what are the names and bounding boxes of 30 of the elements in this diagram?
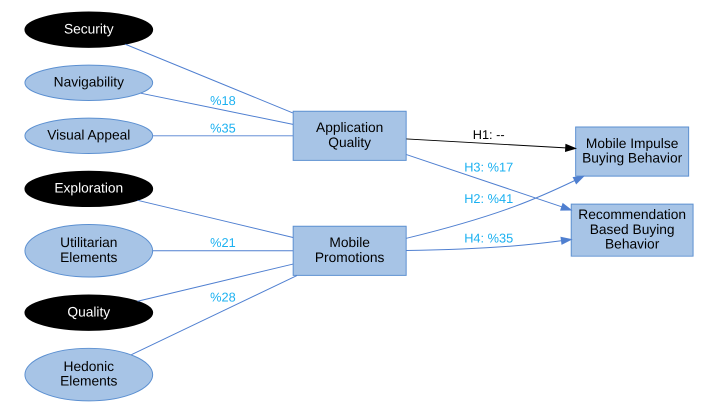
node-box: Mobile Impulse Buying Behavior: [575, 126, 690, 177]
connector: [152, 135, 294, 136]
arrow: [406, 236, 573, 252]
node-box: Application Quality: [292, 110, 407, 161]
edge-label: H2: %41: [464, 191, 514, 206]
connector: [140, 92, 294, 125]
node-ellipse: Security: [24, 12, 154, 48]
node-ellipse: Quality: [24, 294, 154, 331]
connector: [130, 275, 298, 356]
arrow: [406, 138, 577, 152]
edge-label: H3: %17: [464, 160, 514, 175]
edge-label: %35: [210, 120, 236, 136]
node-ellipse: Visual Appeal: [24, 118, 154, 154]
connector: [124, 44, 294, 114]
connector: [152, 250, 294, 252]
node-ellipse: Exploration: [24, 170, 154, 208]
edge-label: H4: %35: [464, 230, 514, 246]
node-box: Recommendation Based Buying Behavior: [570, 204, 694, 257]
connector: [137, 200, 294, 238]
node-ellipse: Navigability: [24, 64, 154, 101]
edge-label: %21: [210, 235, 236, 250]
arrow: [406, 176, 585, 239]
arrow: [406, 154, 573, 211]
edge-label: %28: [210, 289, 236, 304]
edge-label: H1: --: [472, 127, 505, 142]
node-ellipse: Hedonic Elements: [24, 348, 154, 402]
connector: [137, 264, 294, 302]
node-box: Mobile Promotions: [292, 226, 407, 276]
node-ellipse: Utilitarian Elements: [24, 224, 154, 278]
edge-label: %18: [210, 92, 236, 108]
